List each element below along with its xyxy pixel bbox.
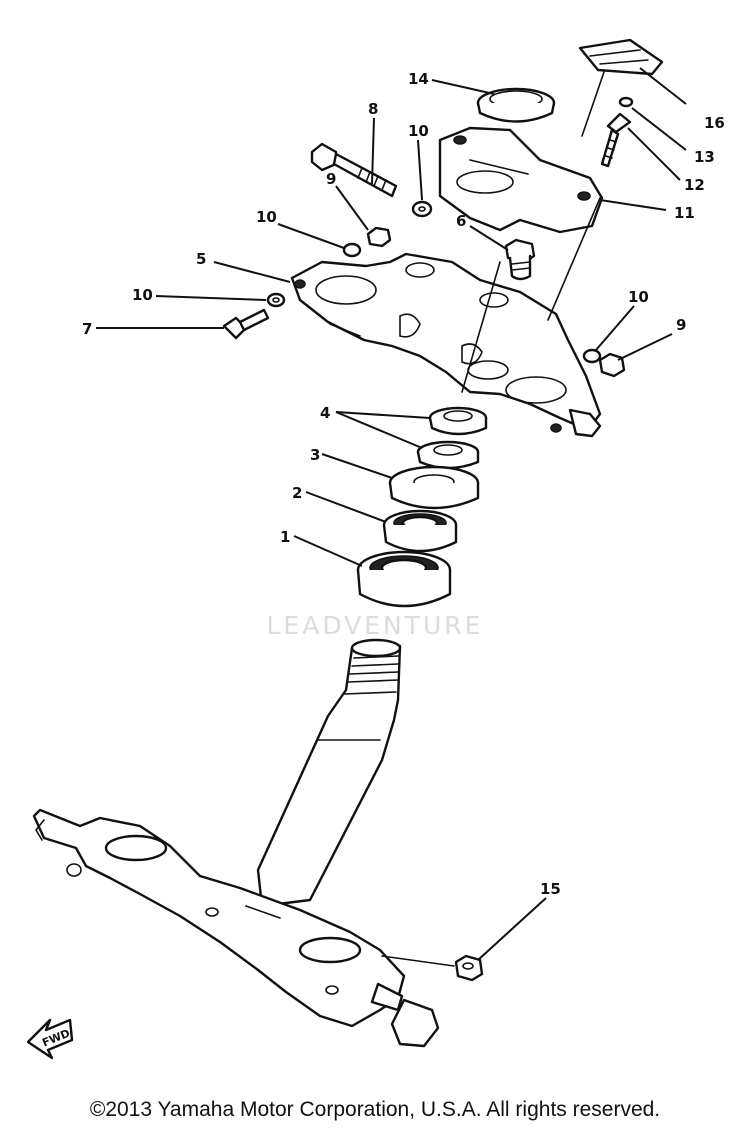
part-11-upper-holder xyxy=(438,126,604,234)
callout-13: 13 xyxy=(694,148,715,166)
callout-7: 7 xyxy=(82,320,92,338)
callout-9-top: 9 xyxy=(326,170,336,188)
part-5-upper-bracket xyxy=(290,252,602,438)
callout-12: 12 xyxy=(684,176,705,194)
part-8-pinch-bolt xyxy=(310,142,398,198)
callout-4: 4 xyxy=(320,404,330,422)
part-16-cap-plate xyxy=(578,38,664,76)
callout-1: 1 xyxy=(280,528,290,546)
part-9-nut-a xyxy=(366,226,392,248)
callout-8: 8 xyxy=(368,100,378,118)
callout-11: 11 xyxy=(674,204,695,222)
callout-15: 15 xyxy=(540,880,561,898)
callout-5: 5 xyxy=(196,250,206,268)
part-13-washer xyxy=(618,96,634,108)
steering-under-bracket xyxy=(32,808,440,1048)
part-3-bearing-cover xyxy=(388,465,480,510)
callout-14: 14 xyxy=(408,70,429,88)
part-15-nut xyxy=(454,954,484,982)
callout-6: 6 xyxy=(456,212,466,230)
part-10-washer-a xyxy=(411,200,433,218)
part-12-bolt xyxy=(600,112,632,168)
callout-3: 3 xyxy=(310,446,320,464)
callout-10-left: 10 xyxy=(132,286,153,304)
part-14-cover xyxy=(476,87,556,123)
part-7-bolt xyxy=(222,308,270,340)
callout-10-mid: 10 xyxy=(256,208,277,226)
part-10-washer-c xyxy=(266,292,286,308)
fwd-arrow-icon: FWD xyxy=(26,1018,74,1060)
part-9-nut-b xyxy=(598,352,626,378)
callout-10-right: 10 xyxy=(628,288,649,306)
part-1-bearing-lower xyxy=(356,550,452,608)
callout-16: 16 xyxy=(704,114,725,132)
part-10-washer-d xyxy=(582,348,602,364)
part-2-bearing-upper xyxy=(382,509,458,553)
watermark: LEADVENTURE xyxy=(267,611,484,640)
callout-2: 2 xyxy=(292,484,302,502)
steering-stem-shaft xyxy=(256,638,402,908)
part-4-ring-nut-lower xyxy=(416,440,480,470)
steering-exploded-diagram: LEADVENTURE xyxy=(26,38,725,1060)
callout-10-top: 10 xyxy=(408,122,429,140)
copyright-notice: ©2013 Yamaha Motor Corporation, U.S.A. A… xyxy=(89,1098,661,1121)
part-10-washer-b xyxy=(342,242,362,258)
part-4-ring-nut-upper xyxy=(428,406,488,436)
part-6-steering-nut xyxy=(504,238,536,281)
callout-9-right: 9 xyxy=(676,316,686,334)
